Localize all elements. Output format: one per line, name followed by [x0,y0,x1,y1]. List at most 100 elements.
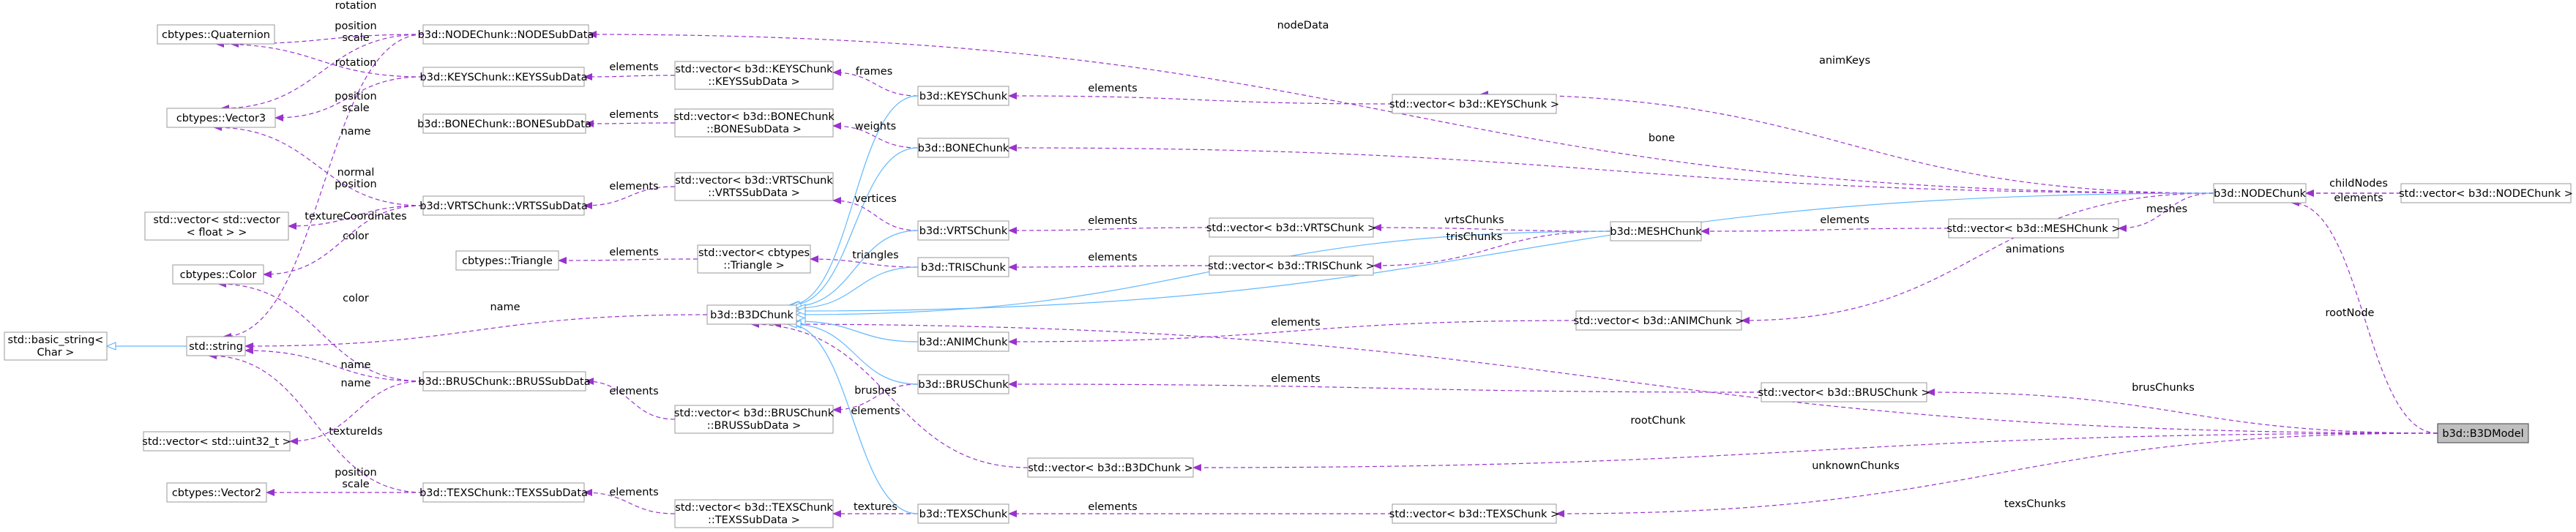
edge-label-animations: animations [2006,244,2064,255]
class-node-box [4,331,108,361]
member-edge-vtexssub [583,489,676,514]
class-node-nodesub[interactable]: b3d::NODEChunk::NODESubData [418,24,594,45]
class-node-anim[interactable]: b3d::ANIMChunk [917,331,1009,352]
member-edge-keys [832,69,919,97]
member-edge-vrtssub [288,205,424,230]
class-node-vrts[interactable]: b3d::VRTSChunk [917,220,1009,241]
class-node-label: std::vector< cbtypes::Triangle > [698,247,810,271]
class-node-mesh[interactable]: b3d::MESHChunk [1610,221,1702,241]
class-node-label: std::vector< b3d::TEXSChunk > [1389,509,1559,520]
class-node-vvrts[interactable]: std::vector< b3d::VRTSChunk > [1206,217,1376,238]
class-node-vtexs[interactable]: std::vector< b3d::TEXSChunk > [1389,503,1559,524]
class-node-box [172,264,264,285]
class-node-label-line: ::BONESubData > [706,124,802,135]
class-node-box [674,108,834,138]
class-node-box [917,86,1009,106]
member-edge-vkeys [1008,92,1393,105]
class-node-label-line: std::vector< b3d::MESHChunk > [1947,223,2121,235]
class-node-label: b3d::BRUSChunk::BRUSSubData [418,376,590,388]
class-node-vtriangle[interactable]: std::vector< cbtypes::Triangle > [697,244,811,274]
class-node-box [422,482,585,503]
class-node-label: std::string [189,341,243,353]
edge-label-name: name [340,126,370,138]
class-node-label-line: std::vector< b3d::BRUSChunk > [1758,387,1930,399]
class-node-vvrtssub[interactable]: std::vector< b3d::VRTSChunk::VRTSSubData… [674,172,834,201]
class-node-label-line: b3d::ANIMChunk [919,337,1008,348]
class-node-u32[interactable]: std::vector< std::uint32_t > [142,431,291,452]
class-node-box [706,304,797,325]
class-node-vtexssub[interactable]: std::vector< b3d::TEXSChunk::TEXSSubData… [674,499,834,528]
class-node-texssub[interactable]: b3d::TEXSChunk::TEXSSubData [419,482,588,503]
edge-label-unknownChunks: unknownChunks [1812,460,1900,472]
class-node-label: b3d::TRISChunk [921,262,1007,274]
member-edge-vrts [832,197,919,231]
class-node-label: b3d::B3DModel [2442,428,2523,440]
class-node-label-line: ::VRTSSubData > [708,187,800,199]
class-node-color[interactable]: cbtypes::Color [172,264,264,285]
class-node-label-line: std::vector< cbtypes [698,247,810,259]
class-node-vbrussub[interactable]: std::vector< b3d::BRUSChunk::BRUSSubData… [674,405,835,434]
member-edge-node [2118,192,2214,232]
member-edge-vvrtssub [583,186,676,209]
class-node-quat[interactable]: cbtypes::Quaternion [157,24,275,45]
edge-label-rootNode: rootNode [2326,307,2375,319]
edge-label-bone: bone [1649,132,1675,144]
member-edge-vbonesub [585,119,676,127]
class-node-triangle[interactable]: cbtypes::Triangle [455,250,559,271]
edge-label-color: color [343,293,369,304]
member-edge-model [1926,389,2438,434]
edge-label-elements: elements [851,405,900,417]
class-node-box [1027,457,1194,478]
class-node-vb3d[interactable]: std::vector< b3d::B3DChunk > [1027,457,1194,478]
class-node-vbrus[interactable]: std::vector< b3d::BRUSChunk > [1758,382,1930,402]
class-node-label: cbtypes::Quaternion [162,29,270,41]
class-node-label-line: std::vector< b3d::NODEChunk > [2399,188,2573,200]
class-node-vec3[interactable]: cbtypes::Vector3 [166,108,276,128]
class-node-vkeys[interactable]: std::vector< b3d::KEYSChunk > [1389,94,1559,114]
class-node-texs[interactable]: b3d::TEXSChunk [917,503,1009,524]
edge-label-texids: textureIds [329,426,382,438]
member-edge-vrtssub [213,124,424,206]
class-node-vkeyssub[interactable]: std::vector< b3d::KEYSChunk::KEYSSubData… [674,61,834,90]
edge-label-frames: frames [856,66,893,78]
class-node-label-line: ::KEYSSubData > [708,76,799,88]
class-node-vanim[interactable]: std::vector< b3d::ANIMChunk > [1574,310,1744,331]
member-edge-vmesh [1700,227,1949,235]
class-node-keys[interactable]: b3d::KEYSChunk [917,86,1009,106]
class-node-bonesub[interactable]: b3d::BONEChunk::BONESubData [417,113,591,134]
class-node-string[interactable]: std::string [186,336,246,356]
class-node-box [1209,217,1374,238]
class-node-vnode[interactable]: std::vector< b3d::NODEChunk > [2399,183,2573,203]
class-node-vtris[interactable]: std::vector< b3d::TRISChunk > [1208,255,1375,276]
class-node-vrtssub[interactable]: b3d::VRTSChunk::VRTSSubData [419,195,588,216]
class-node-keyssub[interactable]: b3d::KEYSChunk::KEYSSubData [420,67,588,87]
class-node-vec2[interactable]: cbtypes::Vector2 [166,482,267,503]
class-node-box [166,482,267,503]
class-node-label-line: std::basic_string< [8,334,104,346]
class-node-label-line: b3d::NODEChunk [2214,188,2307,200]
edge-label-elements: elements [609,61,658,73]
member-edge-vtris [1008,263,1210,271]
class-node-box [2400,183,2572,203]
class-node-label-line: cbtypes::Triangle [462,255,553,267]
edge-label-meshes: meshes [2146,203,2187,215]
class-node-label-line: b3d::VRTSChunk::VRTSSubData [419,201,588,212]
class-node-vbonesub[interactable]: std::vector< b3d::BONEChunk::BONESubData… [673,108,835,138]
class-node-label-line: std::vector< b3d::B3DChunk > [1028,462,1193,474]
class-node-label: b3d::BONEChunk::BONESubData [417,119,591,130]
class-node-bone[interactable]: b3d::BONEChunk [917,138,1009,158]
class-node-model[interactable]: b3d::B3DModel [2437,423,2529,443]
class-node-basicstr[interactable]: std::basic_string<Char > [4,331,108,361]
member-edge-keyssub [275,76,424,121]
class-node-box [422,67,585,87]
class-node-brus[interactable]: b3d::BRUSChunk [917,374,1009,394]
class-node-svecfloat[interactable]: std::vector< std::vector< float > > [144,211,289,241]
class-node-brussub[interactable]: b3d::BRUSChunk::BRUSSubData [418,371,591,391]
class-node-label: std::vector< b3d::NODEChunk > [2399,188,2573,200]
class-node-tris[interactable]: b3d::TRISChunk [917,257,1009,277]
class-node-node[interactable]: b3d::NODEChunk [2213,183,2307,203]
class-node-b3dchunk[interactable]: b3d::B3DChunk [706,304,797,325]
class-node-vmesh[interactable]: std::vector< b3d::MESHChunk > [1947,218,2121,239]
member-edge-vanim [1008,320,1577,345]
